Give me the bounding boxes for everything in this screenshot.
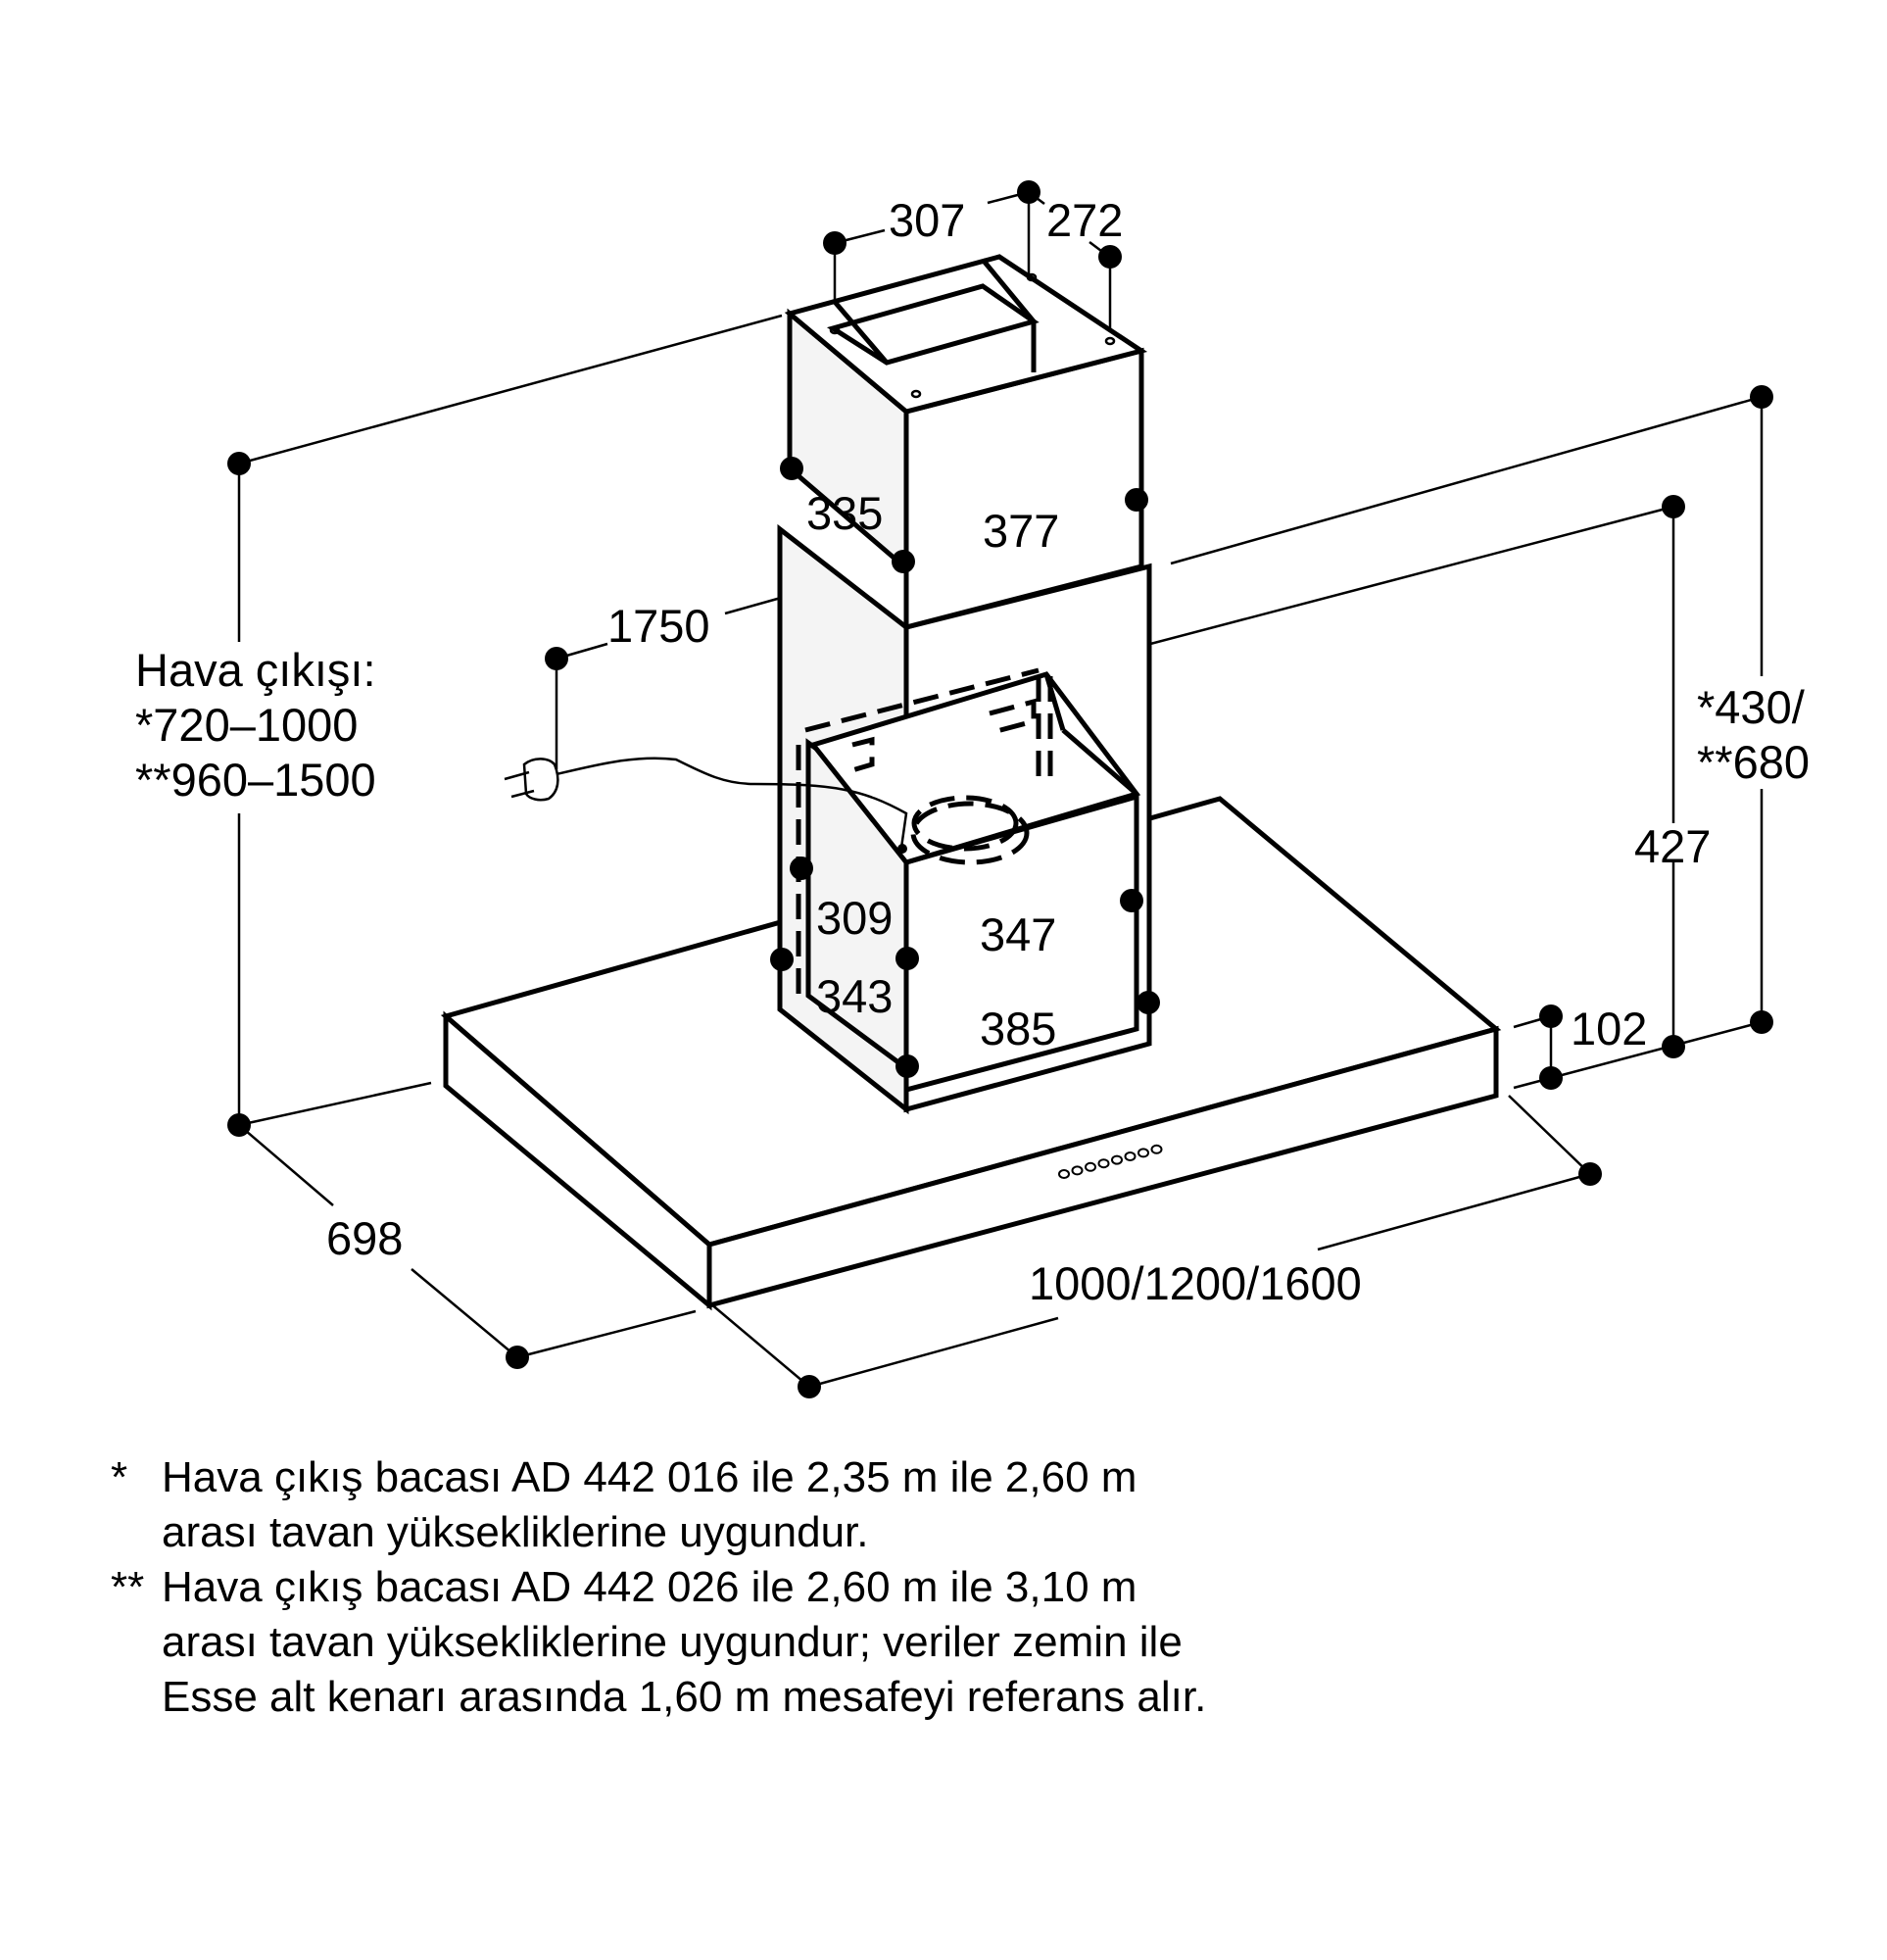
dim-top-depth: 307	[889, 194, 965, 246]
dim-hood-depth: 698	[326, 1212, 403, 1264]
dimension-dot	[790, 857, 813, 880]
dim-lower-outer-depth: 343	[816, 970, 893, 1022]
dim-upper-chimney-depth: 335	[806, 487, 883, 539]
dimension-dot	[798, 1375, 821, 1398]
dimension-dot	[1017, 180, 1040, 204]
dim-upper-range-1: *430/	[1697, 681, 1806, 733]
air-outlet-range-single: *720–1000	[135, 699, 358, 751]
dimension-dot	[770, 948, 794, 971]
control-panel	[1058, 1144, 1163, 1179]
dimension-dot	[780, 457, 803, 480]
power-cable-plug	[504, 757, 908, 854]
dimension-dot	[1662, 1035, 1685, 1058]
footnotes: * Hava çıkış bacası AD 442 016 ile 2,35 …	[111, 1450, 1206, 1725]
footnote-mark: *	[111, 1453, 128, 1501]
control-button-icon	[1124, 1152, 1137, 1161]
dimension-dot	[1098, 245, 1122, 269]
dimension-dot	[1120, 889, 1143, 912]
lower-chimney	[777, 523, 1152, 1115]
dimension-dot	[1750, 385, 1773, 409]
air-outlet-title: Hava çıkışı:	[135, 644, 376, 696]
footnote-text: Hava çıkış bacası AD 442 016 ile 2,35 m …	[162, 1453, 1137, 1556]
dim-hood-width: 1000/1200/1600	[1029, 1257, 1362, 1309]
dimension-dot	[545, 647, 568, 670]
dimension-dot	[227, 1113, 251, 1137]
control-button-icon	[1150, 1144, 1163, 1154]
control-button-icon	[1097, 1158, 1110, 1169]
dim-lower-chimney-height: 427	[1634, 820, 1711, 872]
control-button-icon	[1071, 1165, 1084, 1176]
dim-lower-outer-width: 385	[980, 1003, 1056, 1054]
dim-lower-inner-width: 347	[980, 908, 1056, 960]
dimension-dot	[1578, 1162, 1602, 1186]
footnote-mark: **	[111, 1563, 145, 1611]
dimension-dot	[895, 1054, 919, 1078]
dim-cable-length: 1750	[607, 600, 710, 652]
control-button-icon	[1111, 1154, 1123, 1165]
dimension-dot	[1539, 1004, 1563, 1028]
control-button-icon	[1137, 1148, 1149, 1158]
dimension-dot	[506, 1346, 529, 1369]
dimension-dot	[1662, 495, 1685, 518]
dimension-labels: 307 272 335 377 1750 309 347 343 385 698…	[135, 194, 1810, 1309]
footnote-single: * Hava çıkış bacası AD 442 016 ile 2,35 …	[111, 1450, 1206, 1560]
dimension-markers	[227, 180, 1773, 1398]
dim-upper-range-2: **680	[1697, 736, 1810, 788]
dimension-dot	[1539, 1066, 1563, 1090]
footnote-text: Hava çıkış bacası AD 442 026 ile 2,60 m …	[162, 1563, 1207, 1721]
dimension-dot	[895, 947, 919, 970]
dim-upper-chimney-width: 377	[983, 505, 1059, 557]
dimension-dot	[1125, 488, 1148, 512]
upper-chimney	[784, 254, 1148, 631]
control-button-icon	[1085, 1161, 1096, 1172]
dim-lower-inner-depth: 309	[816, 892, 893, 944]
dimension-dot	[227, 452, 251, 475]
air-outlet-range-double: **960–1500	[135, 754, 376, 806]
dim-canopy-height: 102	[1571, 1003, 1647, 1054]
dim-top-width: 272	[1046, 194, 1123, 246]
dimension-dot	[1750, 1010, 1773, 1034]
dimension-dot	[823, 231, 847, 255]
dimension-dot	[1137, 991, 1160, 1014]
dimension-dot	[892, 550, 915, 573]
footnote-double: ** Hava çıkış bacası AD 442 026 ile 2,60…	[111, 1560, 1206, 1725]
control-button-icon	[1058, 1169, 1070, 1179]
